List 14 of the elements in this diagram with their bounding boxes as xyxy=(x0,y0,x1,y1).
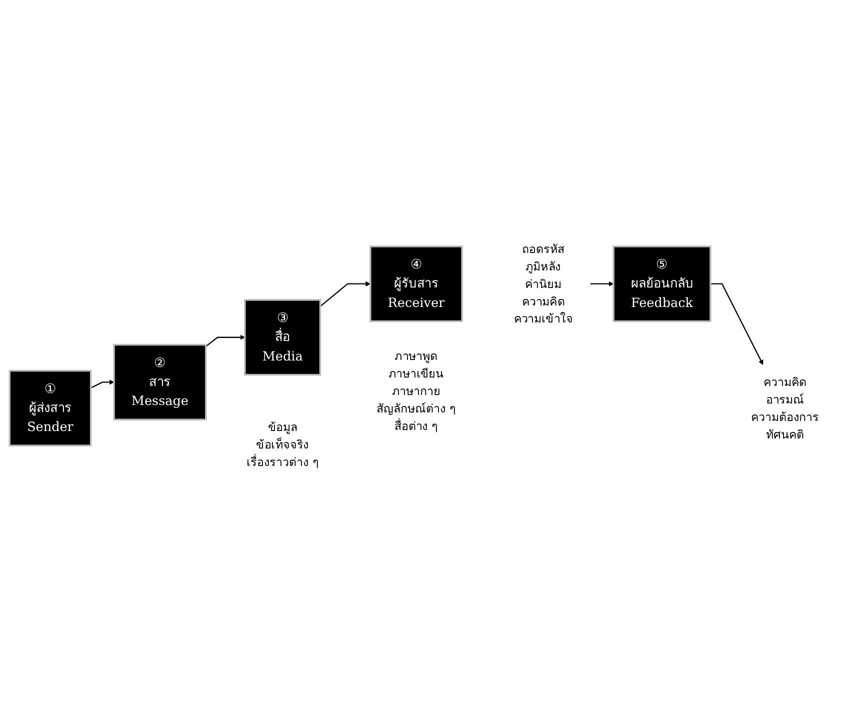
arrow xyxy=(90,380,114,389)
node-box: ② สาร Message xyxy=(113,344,207,421)
arrow xyxy=(206,334,246,348)
node-box: ④ ผู้รับสาร Receiver xyxy=(370,246,463,322)
node-text: ภาษาพูด ภาษาเขียน ภาษากาย สัญลักษณ์ต่าง ๆ สื่อต่าง ๆ xyxy=(376,349,456,433)
node-text: ถอดรหัส ภูมิหลัง ค่านิยม ความคิด ความเข้าใจ xyxy=(514,242,573,326)
arrow xyxy=(320,281,371,308)
node-box: ⑤ ผลย้อนกลับ Feedback xyxy=(612,246,712,322)
node-box: ③ สื่อ Media xyxy=(244,299,322,376)
node-text: ความคิด อารมณ์ ความต้องการ ทัศนคติ xyxy=(751,375,819,442)
arrow xyxy=(710,283,764,366)
node-text: ข้อมูล ข้อเท็จจริง เรื่องราวต่าง ๆ xyxy=(246,420,319,469)
node-box: ① ผู้ส่งสาร Sender xyxy=(8,370,92,447)
arrow xyxy=(590,281,614,287)
